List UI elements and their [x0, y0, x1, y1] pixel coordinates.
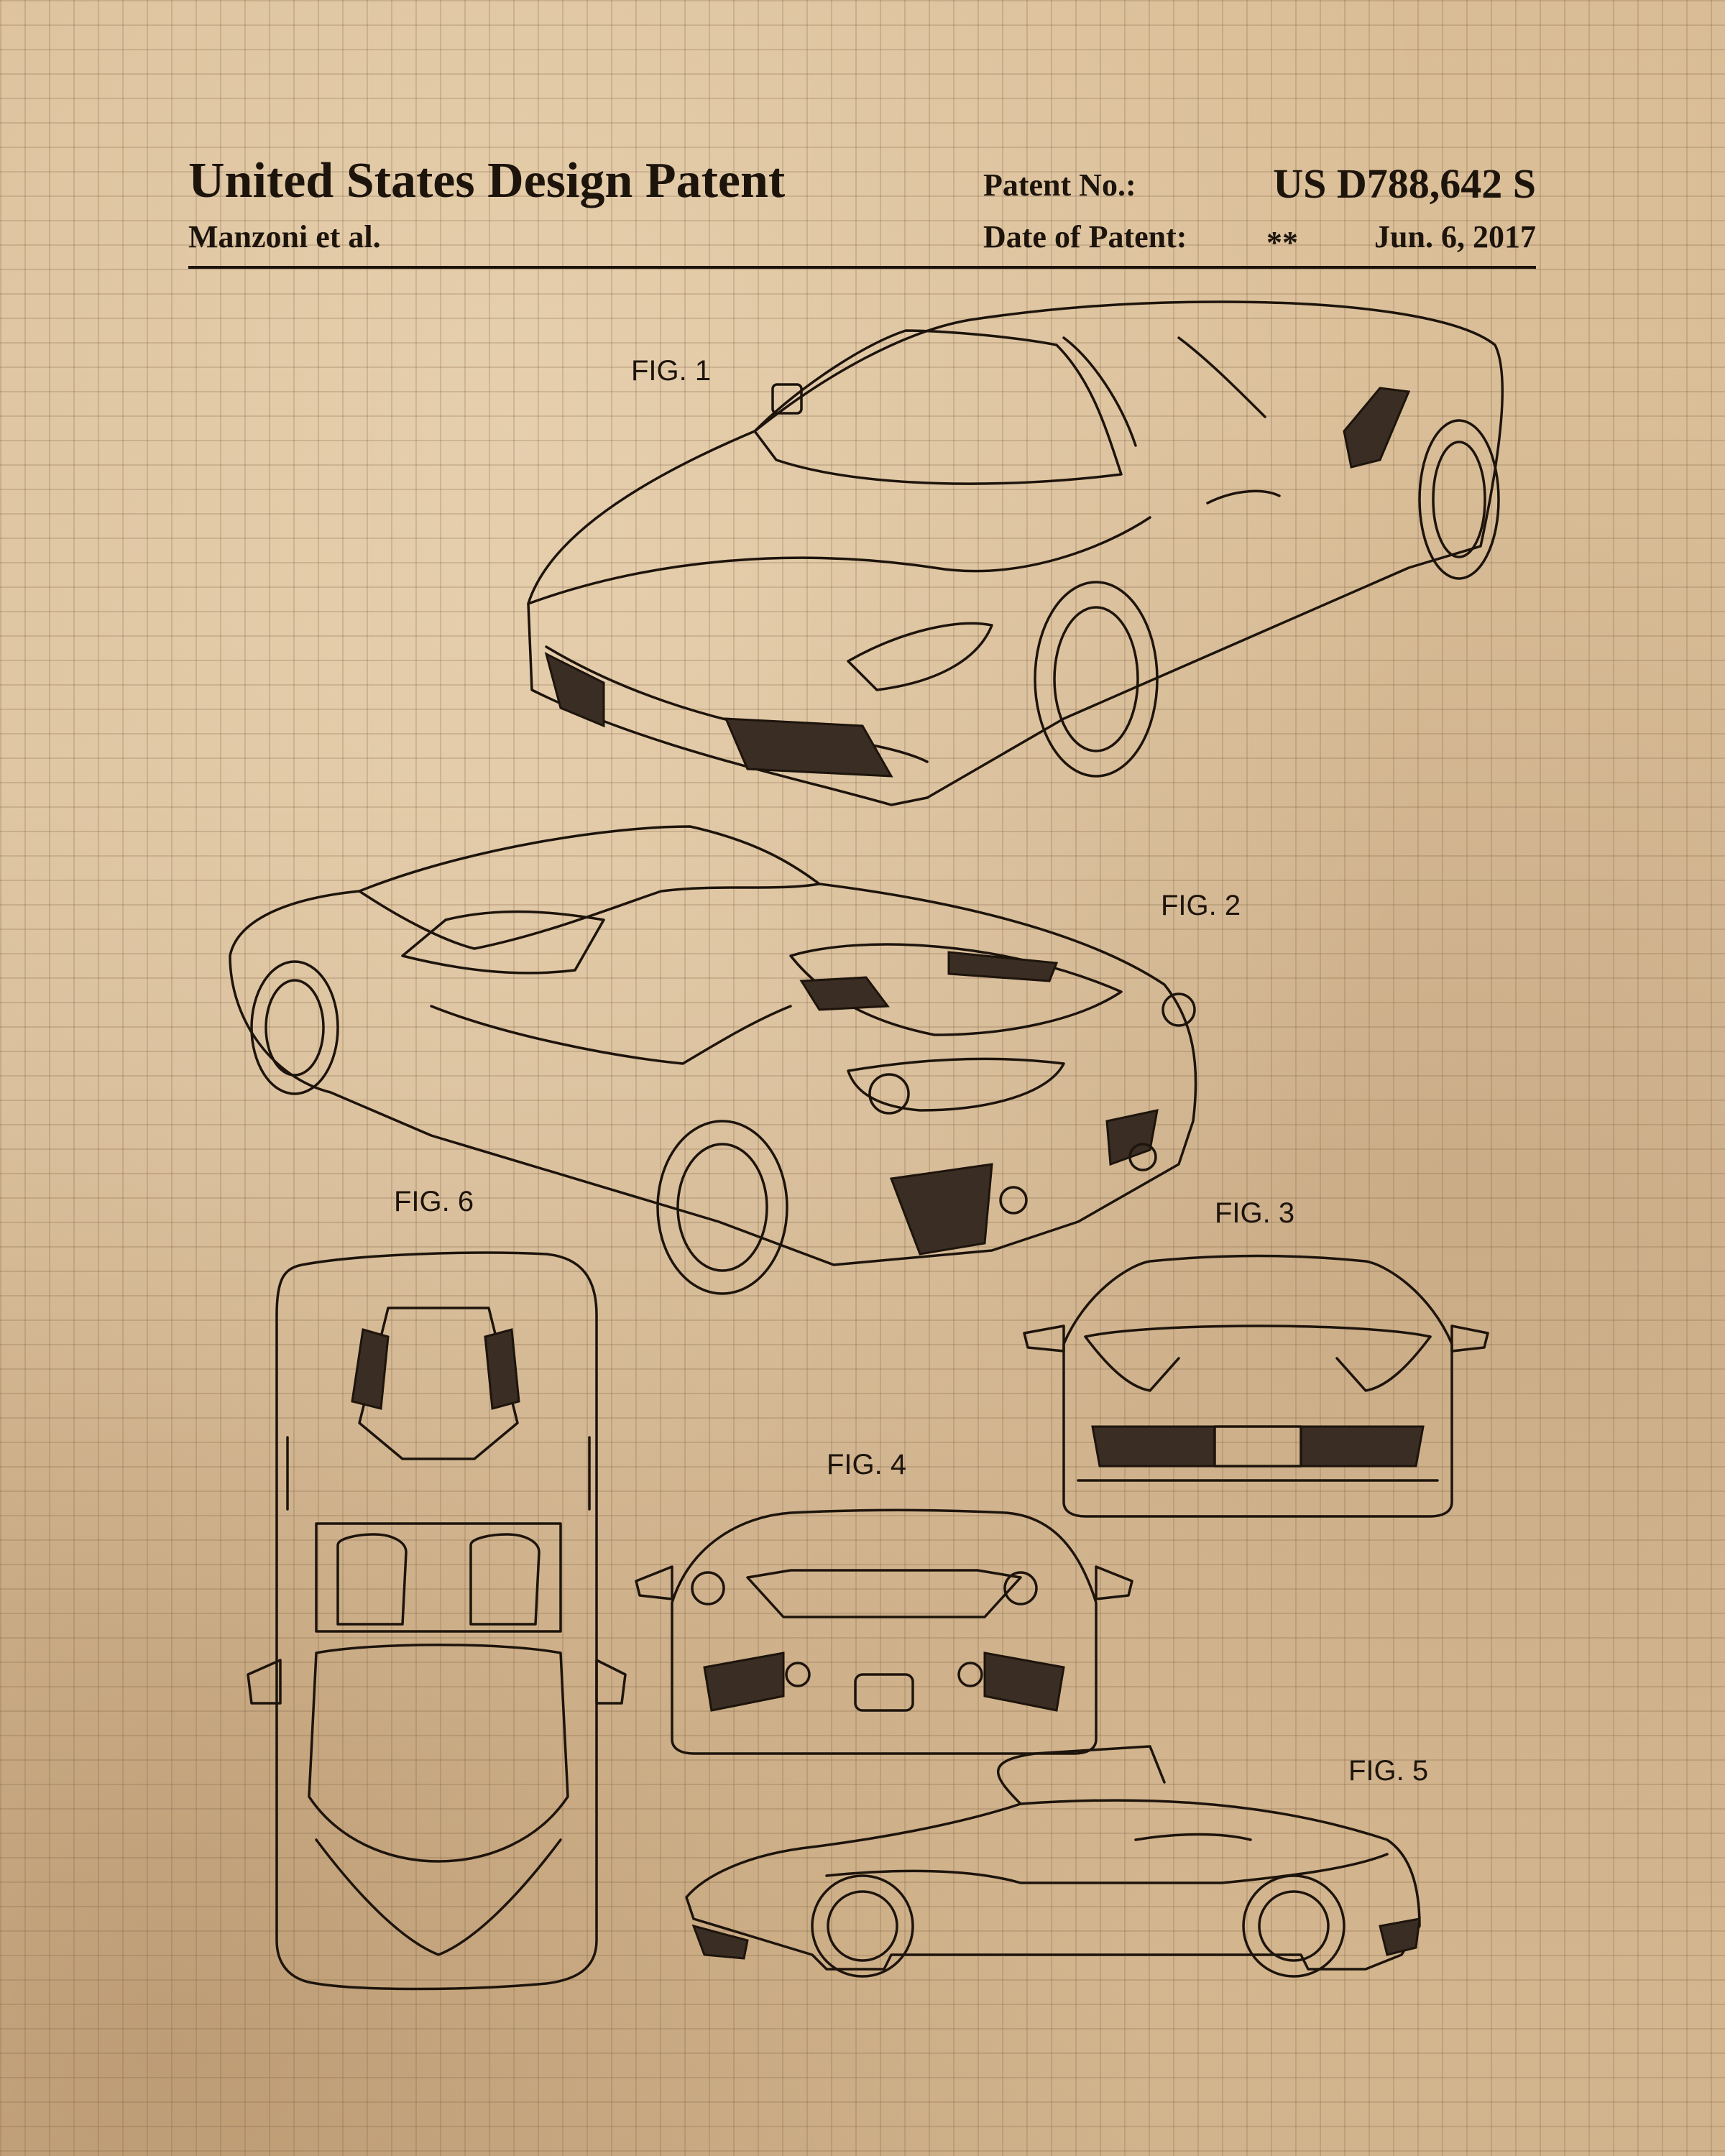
- fig-2-drawing: [229, 825, 1197, 1295]
- fig-2-label: FIG. 2: [1161, 890, 1241, 921]
- patent-number-label: Patent No.:: [983, 167, 1136, 203]
- fig-4-drawing: [635, 1508, 1133, 1755]
- patent-number: US D788,642 S: [1273, 160, 1536, 207]
- patent-header: United States Design Patent Manzoni et a…: [188, 152, 1536, 269]
- fig-6-drawing: [247, 1251, 627, 1991]
- patent-date: Jun. 6, 2017: [1374, 219, 1536, 254]
- fig-1-drawing: [527, 300, 1504, 806]
- fig-5-label: FIG. 5: [1348, 1755, 1429, 1787]
- patent-date-stars: **: [1266, 225, 1298, 260]
- patent-title: United States Design Patent: [188, 153, 786, 208]
- patent-date-label: Date of Patent:: [983, 219, 1187, 254]
- inventor-name: Manzoni et al.: [188, 219, 381, 254]
- fig-4-label: FIG. 4: [827, 1449, 907, 1480]
- header-divider: [188, 266, 1536, 269]
- fig-3-label: FIG. 3: [1215, 1197, 1295, 1229]
- fig-3-drawing: [1023, 1254, 1489, 1518]
- fig-5-drawing: [685, 1745, 1421, 1978]
- fig-1-label: FIG. 1: [631, 355, 712, 387]
- fig-6-label: FIG. 6: [394, 1186, 474, 1217]
